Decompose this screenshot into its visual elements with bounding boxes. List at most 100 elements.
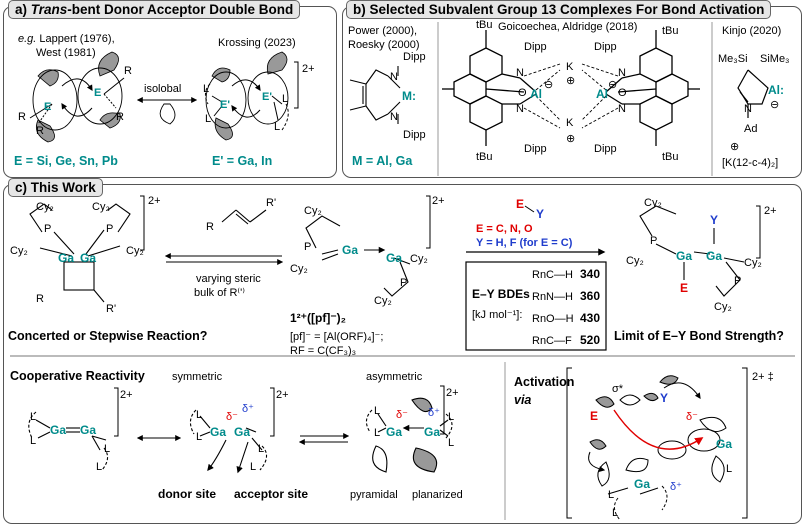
k-contacts bbox=[523, 63, 619, 129]
ref-kinjo: Kinjo (2020) bbox=[722, 25, 781, 37]
cy2-label: Cy₂ bbox=[410, 253, 428, 265]
bde-bond: RnO—H bbox=[532, 313, 574, 325]
anion-charge: ⊖ bbox=[544, 79, 553, 91]
lone-pair-lobe bbox=[37, 69, 59, 87]
anion-charge: ⊖ bbox=[608, 79, 617, 91]
sub-Rp: R' bbox=[266, 197, 276, 209]
atom-Al: Al: bbox=[768, 83, 784, 97]
sub-L: L bbox=[196, 431, 202, 443]
atom-P: P bbox=[304, 241, 311, 253]
atom-Ga: Ga bbox=[58, 251, 74, 265]
atom-Ga: Ga bbox=[342, 243, 358, 257]
atom-M: M: bbox=[402, 89, 416, 103]
sub-L: L bbox=[726, 463, 732, 475]
atom-Ga: Ga bbox=[80, 423, 96, 437]
bde-value: 340 bbox=[580, 267, 600, 281]
e-y-bond bbox=[524, 205, 535, 213]
ts-bracket-left bbox=[566, 367, 572, 519]
atom-N: N bbox=[618, 67, 626, 79]
sub-R: R bbox=[36, 125, 44, 137]
sub-R: R bbox=[18, 111, 26, 123]
bracket bbox=[440, 385, 445, 435]
atom-Ep-left: E' bbox=[220, 99, 230, 111]
isolobal-label: isolobal bbox=[144, 83, 181, 95]
atom-Ep-right: E' bbox=[262, 91, 272, 103]
atom-N: N bbox=[516, 67, 524, 79]
atom-N: N bbox=[516, 103, 524, 115]
cy2-label: Cy₂ bbox=[626, 255, 644, 267]
ts-bracket-right bbox=[742, 367, 748, 519]
alumole-ring bbox=[737, 69, 769, 118]
atom-Al: Al bbox=[530, 87, 542, 101]
e-definition: E = C, N, O bbox=[476, 223, 533, 235]
anion-charge: ⊖ bbox=[770, 99, 779, 111]
charge-label: 2+ bbox=[446, 387, 459, 399]
delta-plus: δ⁺ bbox=[428, 407, 440, 419]
atom-E-left: E bbox=[44, 101, 51, 113]
lone-pair-lobe bbox=[35, 119, 55, 143]
sub-L: L bbox=[258, 443, 264, 455]
acceptor-site-label: acceptor site bbox=[234, 487, 308, 501]
atom-Y: Y bbox=[660, 391, 668, 405]
sub-Rp: R' bbox=[106, 303, 116, 315]
lone-pair-lobe bbox=[98, 51, 119, 77]
sime3-label: SiMe₃ bbox=[760, 53, 790, 65]
sub-L: L bbox=[448, 437, 454, 449]
atom-E-right: E bbox=[94, 87, 101, 99]
atom-Ga: Ga bbox=[210, 425, 226, 439]
panel-b-title: b) Selected Subvalent Group 13 Complexes… bbox=[346, 0, 772, 19]
asym-structure bbox=[365, 397, 453, 473]
bracket bbox=[426, 195, 431, 249]
charge-label: 2+ bbox=[302, 63, 315, 75]
atom-P: P bbox=[650, 235, 657, 247]
compound-label: 1²⁺([pf]⁻)₂ bbox=[290, 311, 346, 325]
atom-Ga: Ga bbox=[634, 477, 650, 491]
bde-value: 430 bbox=[580, 311, 600, 325]
rf-definition: RF = C(CF₃)₃ bbox=[290, 345, 356, 357]
bde-label: E–Y BDEs bbox=[472, 287, 530, 301]
concerted-question: Concerted or Stepwise Reaction? bbox=[8, 329, 207, 343]
bracket bbox=[114, 387, 119, 437]
charge-label: 2+ bbox=[276, 389, 289, 401]
atom-N: N bbox=[390, 71, 398, 83]
kcrown-label: [K(12-c-4)₂] bbox=[722, 157, 778, 169]
ref-goicoechea: Goicoechea, Aldridge (2018) bbox=[498, 21, 637, 33]
cy2-label: Cy₂ bbox=[304, 205, 322, 217]
atom-P: P bbox=[734, 275, 741, 287]
reagent-E: E bbox=[516, 197, 524, 211]
via-label: via bbox=[514, 393, 531, 407]
cy2-label: Cy₂ bbox=[126, 245, 144, 257]
sym-dimer-structure bbox=[28, 411, 109, 471]
ts-structure bbox=[588, 375, 727, 521]
atom-P: P bbox=[400, 277, 407, 289]
atom-P: P bbox=[44, 223, 51, 235]
panel-a-title: a) Trans-bent Donor Acceptor Double Bond bbox=[8, 0, 301, 19]
asymmetric-label: asymmetric bbox=[366, 371, 423, 383]
compound-1-structure bbox=[305, 215, 411, 297]
atom-Al: Al bbox=[596, 87, 608, 101]
atom-Ga: Ga bbox=[80, 251, 96, 265]
atom-O: O bbox=[618, 87, 627, 99]
svg-text:e.g. Lappert (1976),: e.g. Lappert (1976), bbox=[18, 33, 115, 45]
panel-b bbox=[342, 6, 802, 178]
disilene-structure bbox=[29, 51, 125, 143]
panel-c-title: c) This Work bbox=[8, 178, 103, 197]
bde-value: 520 bbox=[580, 333, 600, 347]
me3si-label: Me₃Si bbox=[718, 53, 748, 65]
steric-label: bulk of R⁽'⁾ bbox=[194, 287, 245, 299]
sym-split-structure bbox=[189, 409, 268, 474]
electron-flow-arrow bbox=[613, 409, 704, 450]
sigma-star-label: σ* bbox=[612, 383, 624, 395]
sub-L: L bbox=[196, 409, 202, 421]
product-structure bbox=[639, 205, 745, 297]
atom-Ga: Ga bbox=[716, 437, 732, 451]
atom-K: K bbox=[566, 117, 574, 129]
cy2-label: Cy₂ bbox=[290, 263, 308, 275]
sub-L: L bbox=[30, 435, 36, 447]
atom-N: N bbox=[618, 103, 626, 115]
sub-L: L bbox=[448, 411, 454, 423]
delta-minus: δ⁻ bbox=[396, 409, 408, 421]
